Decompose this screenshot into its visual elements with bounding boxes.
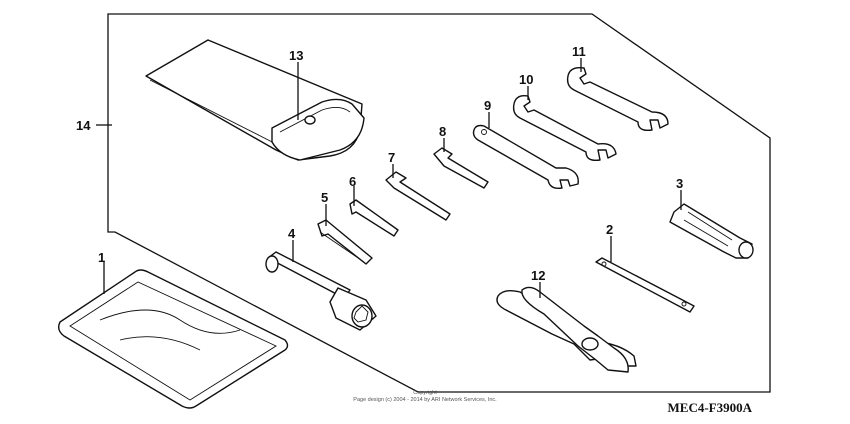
- combination-wrench-part-10: [512, 94, 617, 162]
- combination-wrench-part-11: [566, 66, 669, 132]
- callout-14: 14: [76, 118, 91, 133]
- callout-4: 4: [288, 226, 296, 241]
- callout-11: 11: [572, 44, 586, 59]
- hex-key-part-6: [349, 199, 399, 237]
- copyright-line-1: Copyright: [413, 390, 437, 396]
- hex-key-part-7: [385, 171, 451, 221]
- diagram-code: MEC4-F3900A: [668, 400, 753, 415]
- spark-plug-wrench-part: [265, 251, 377, 331]
- callout-3: 3: [676, 176, 683, 191]
- pliers-part: [496, 286, 637, 373]
- leader-lines: [96, 58, 682, 298]
- callout-13: 13: [289, 48, 303, 63]
- clear-pouch-part: [57, 269, 289, 409]
- callout-9: 9: [484, 98, 491, 113]
- tool-bag-part: [145, 39, 365, 161]
- callout-2: 2: [606, 222, 613, 237]
- callout-10: 10: [519, 72, 533, 87]
- screwdriver-handle-part: [669, 203, 754, 259]
- hex-key-small-part: [317, 219, 373, 265]
- copyright-line-2: Page design (c) 2004 - 2014 by ARI Netwo…: [353, 397, 497, 403]
- callout-6: 6: [349, 174, 356, 189]
- screwdriver-part: [595, 257, 695, 313]
- callout-8: 8: [439, 124, 446, 139]
- callout-7: 7: [388, 150, 395, 165]
- hex-key-part-8: [433, 147, 489, 189]
- open-end-wrench-part-9: [472, 124, 579, 190]
- callout-5: 5: [321, 190, 328, 205]
- kit-boundary-outline: [107, 13, 771, 393]
- callout-12: 12: [531, 268, 545, 283]
- callout-1: 1: [98, 250, 105, 265]
